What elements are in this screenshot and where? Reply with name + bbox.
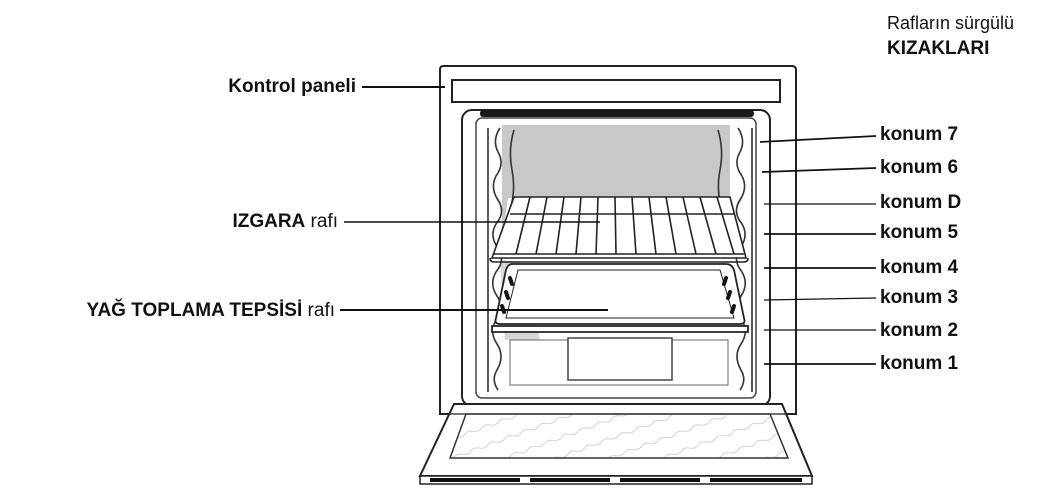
drip-tray [491, 263, 749, 333]
rails-caption-line2: KIZAKLARI [887, 38, 990, 59]
grill-rack-label: IZGARA rafı [232, 211, 338, 233]
cavity-back-wall [502, 125, 730, 240]
tray-support-dots [500, 276, 736, 314]
rails-caption-line1: Rafların sürgülü [887, 13, 1015, 33]
position-label-5: konum 5 [880, 222, 959, 243]
control-panel-label: Kontrol paneli [228, 76, 356, 97]
position-label-4: konum 4 [880, 257, 959, 278]
top-heating-element [480, 110, 754, 117]
oven-door [418, 403, 814, 485]
drip-tray-label-suffix: rafı [302, 300, 335, 321]
grill-rack-label-suffix: rafı [305, 211, 338, 232]
control-panel [451, 79, 781, 103]
position-leader-lines [759, 135, 877, 365]
position-label-3: konum 3 [880, 287, 959, 308]
drip-tray-label: YAĞ TOPLAMA TEPSİSİ rafı [87, 300, 335, 322]
left-leader-lines [340, 86, 608, 311]
door-glass [448, 413, 790, 459]
position-label-d: konum D [880, 192, 962, 213]
position-label-2: konum 2 [880, 320, 959, 341]
position-label-7: konum 7 [880, 124, 959, 145]
position-label-1: konum 1 [880, 353, 959, 374]
drip-tray-label-bold: YAĞ TOPLAMA TEPSİSİ [86, 300, 303, 321]
grill-rack-label-bold: IZGARA [232, 211, 306, 232]
left-side-rails [487, 127, 515, 392]
grill-rack [489, 196, 749, 263]
position-label-6: konum 6 [880, 157, 959, 178]
